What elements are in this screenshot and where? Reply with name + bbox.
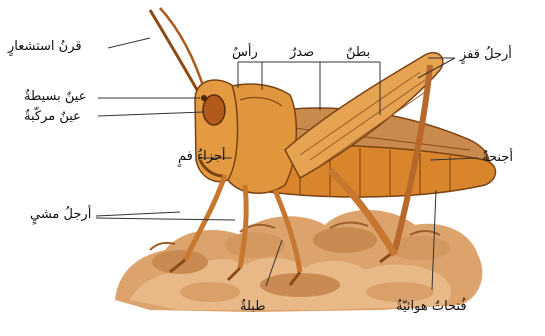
label-antennae: قرنُ استشعارٍ [8, 40, 82, 53]
label-thorax: صدرٌ [290, 46, 314, 59]
label-tympanum: طبلةٌ [240, 300, 266, 313]
label-spiracles: فُتحاتٌ هوائيّةٌ [396, 300, 467, 313]
label-simple-eye: عينٌ بسيطةٌ [24, 90, 86, 103]
label-compound-eye: عينٌ مركّبةٌ [24, 110, 81, 123]
label-jumping-legs: أرجلُ قفزٍ [460, 48, 512, 61]
label-walking-legs: أرجلُ مشيٍ [30, 208, 91, 221]
label-wings: أجنحةٌ [482, 151, 513, 164]
label-mouthparts: أجزاءُ فمٍ [178, 150, 226, 163]
label-abdomen: بطنٌ [346, 46, 370, 59]
label-head: رأسٌ [232, 46, 258, 59]
